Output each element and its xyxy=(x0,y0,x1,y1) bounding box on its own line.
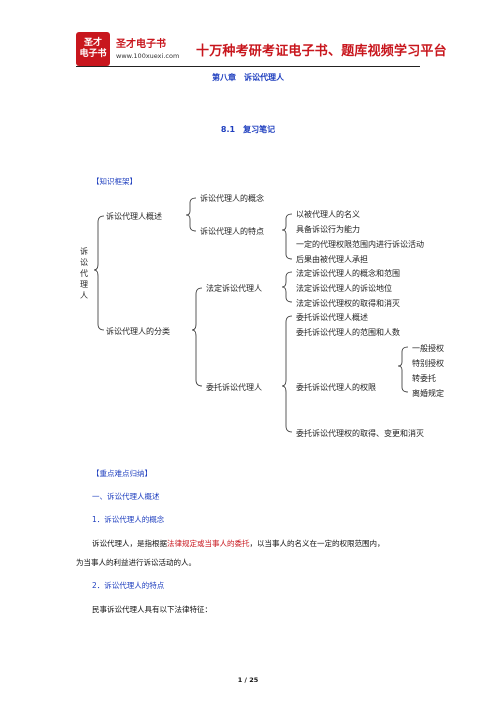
key-points-heading: 【重点难点归纳】 xyxy=(92,469,152,478)
paragraph-1: 诉讼代理人，是指根据法律规定或当事人的委托，以当事人的名义在一定的权限范围内， xyxy=(92,538,385,549)
overview-label: 诉讼代理人概述 xyxy=(106,212,162,221)
section-title: 8.1 复习笔记 xyxy=(220,125,276,134)
overview-brace xyxy=(185,197,197,232)
heading-overview: 一、诉讼代理人概述 xyxy=(92,492,160,501)
logo-text-1: 圣才 xyxy=(83,38,102,48)
feature-item: 后果由被代理人承担 xyxy=(296,255,368,264)
header-slogan: 十万种考研考证电子书、题库视频学习平台 xyxy=(196,44,447,59)
entrusted-brace xyxy=(281,315,293,433)
entrusted-label: 委托诉讼代理人 xyxy=(206,383,262,392)
entrusted-item: 委托诉讼代理人的范围和人数 xyxy=(296,328,400,337)
statutory-item: 法定诉讼代理人的诉讼地位 xyxy=(296,284,392,293)
feature-item: 具备诉讼行为能力 xyxy=(296,225,360,234)
statutory-brace xyxy=(281,271,293,303)
feature-item: 一定的代理权限范围内进行诉讼活动 xyxy=(296,240,424,249)
brand-url[interactable]: www.100xuexi.com xyxy=(116,52,180,60)
heading-features: 2．诉讼代理人的特点 xyxy=(92,581,165,590)
authority-item: 离婚规定 xyxy=(412,389,444,398)
statutory-item: 法定诉讼代理权的取得和消灭 xyxy=(296,299,400,308)
highlight-legal-basis: 法律规定或当事人的委托 xyxy=(167,539,250,548)
diagram-root: 诉讼代理人 xyxy=(80,247,88,300)
paragraph-1-part-c: ，以当事人的名义在一定的权限范围内， xyxy=(249,539,385,548)
classification-brace xyxy=(191,287,203,387)
statutory-item: 法定诉讼代理人的概念和范围 xyxy=(296,269,400,278)
paragraph-1-part-a: 诉讼代理人，是指根据 xyxy=(92,539,167,548)
entrusted-item: 委托诉讼代理人概述 xyxy=(296,313,368,322)
statutory-label: 法定诉讼代理人 xyxy=(206,284,262,293)
page-number: 1 / 25 xyxy=(237,676,259,684)
framework-heading: 【知识框架】 xyxy=(92,177,137,186)
authority-item: 转委托 xyxy=(412,374,436,383)
chapter-title: 第八章 诉讼代理人 xyxy=(212,73,284,82)
concept-label: 诉讼代理人的概念 xyxy=(200,194,264,203)
logo-text-2: 电子书 xyxy=(79,49,107,59)
features-label: 诉讼代理人的特点 xyxy=(200,227,264,236)
authority-label: 委托诉讼代理人的权限 xyxy=(296,383,376,392)
features-brace xyxy=(281,213,293,260)
paragraph-2: 民事诉讼代理人具有以下法律特征： xyxy=(92,605,212,614)
entrusted-item: 委托诉讼代理权的取得、变更和消灭 xyxy=(296,429,424,438)
brand-name: 圣才电子书 xyxy=(116,39,166,50)
classification-label: 诉讼代理人的分类 xyxy=(106,327,170,336)
header-divider xyxy=(76,66,420,67)
feature-item: 以被代理人的名义 xyxy=(296,210,360,219)
authority-brace xyxy=(397,346,409,393)
root-brace xyxy=(93,215,105,331)
authority-item: 一般授权 xyxy=(412,344,444,353)
brand-logo: 圣才 电子书 xyxy=(76,32,110,66)
authority-item: 特别授权 xyxy=(412,359,444,368)
paragraph-1-line-2: 为当事人的利益进行诉讼活动的人。 xyxy=(76,558,196,567)
heading-concept: 1．诉讼代理人的概念 xyxy=(92,515,165,524)
